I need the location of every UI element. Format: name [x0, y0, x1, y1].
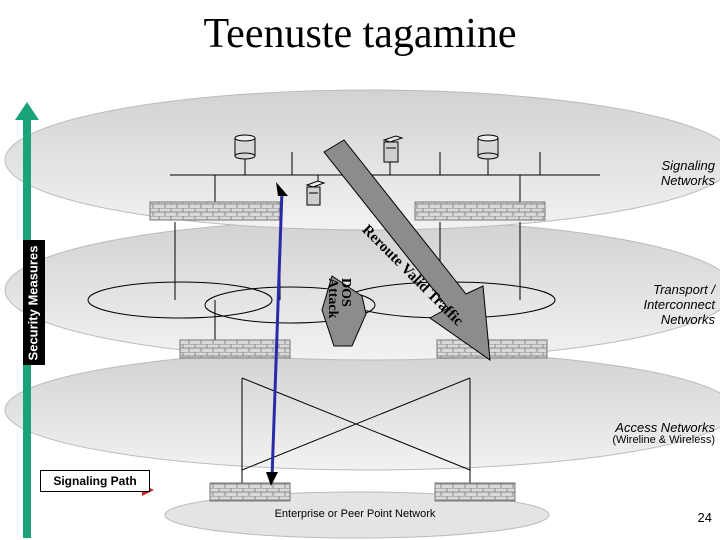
access-networks-sublabel: (Wireline & Wireless) [612, 434, 715, 446]
signaling-bus [170, 152, 600, 215]
database-icon [477, 134, 499, 160]
signaling-path-line [266, 182, 288, 486]
firewall-icon [436, 339, 548, 359]
enterprise-layer [164, 491, 550, 539]
dos-attack-label: DOS Attack [325, 278, 353, 319]
signaling-path-label: Signaling Path [40, 470, 150, 492]
signaling-layer [4, 89, 720, 231]
slide-title: Teenuste tagamine [203, 11, 517, 57]
server-icon [382, 135, 404, 163]
transport-networks-label: Transport / Interconnect Networks [643, 282, 715, 327]
firewall-icon [149, 201, 281, 221]
firewall-icon [434, 482, 516, 502]
database-icon [234, 134, 256, 160]
dos-attack-arrow [321, 275, 367, 347]
access-networks-label: Access Networks [615, 420, 715, 435]
signaling-networks-label: Signaling Networks [660, 158, 715, 188]
reroute-traffic-arrow [323, 139, 491, 362]
security-measures-label: Security Measures [25, 245, 41, 361]
enterprise-network-label: Enterprise or Peer Point Network [274, 508, 436, 520]
server-icon [305, 180, 326, 206]
firewall-icon [414, 201, 546, 221]
firewall-icon [179, 339, 291, 359]
access-links [241, 377, 471, 485]
security-measures-box [23, 240, 45, 365]
firewall-icon [209, 482, 291, 502]
access-layer [4, 349, 720, 471]
page-number: 24 [697, 510, 712, 525]
